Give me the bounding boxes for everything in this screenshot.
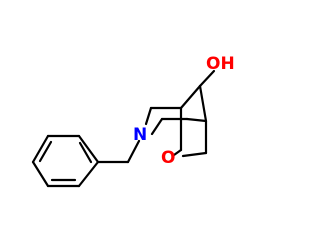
right-ch2-to-oxygen-bond [181, 151, 208, 158]
benzene-bond-3 [31, 160, 50, 188]
benzyl-bond-nitrogen [126, 139, 141, 164]
n-to-lower-ch2-bond [150, 117, 164, 136]
lower-bridgehead-down-bond [185, 117, 208, 123]
bridge-to-bridgehead-bond [198, 84, 208, 123]
left-ch2-to-oxygen-bond [172, 148, 183, 157]
ether-oxygen-label: O [161, 148, 175, 168]
molecule-structure: OH N O [31, 54, 235, 188]
bridge-to-hydroxyl-bond [198, 69, 216, 88]
benzene-bond-1 [77, 160, 100, 188]
benzene-bond-4 [31, 134, 50, 164]
benzene-bond-6 [77, 134, 100, 164]
nitrogen-label: N [133, 125, 147, 145]
bonds-group [31, 69, 216, 188]
benzene-double-bond-3 [78, 141, 93, 164]
atom-labels-group: OH N O [133, 54, 235, 168]
n-to-upper-ch2-bond [144, 106, 153, 126]
hydroxyl-label: OH [206, 54, 235, 74]
benzene-double-bond-2 [38, 140, 53, 163]
bridgehead-to-bridge-bond [179, 84, 202, 110]
